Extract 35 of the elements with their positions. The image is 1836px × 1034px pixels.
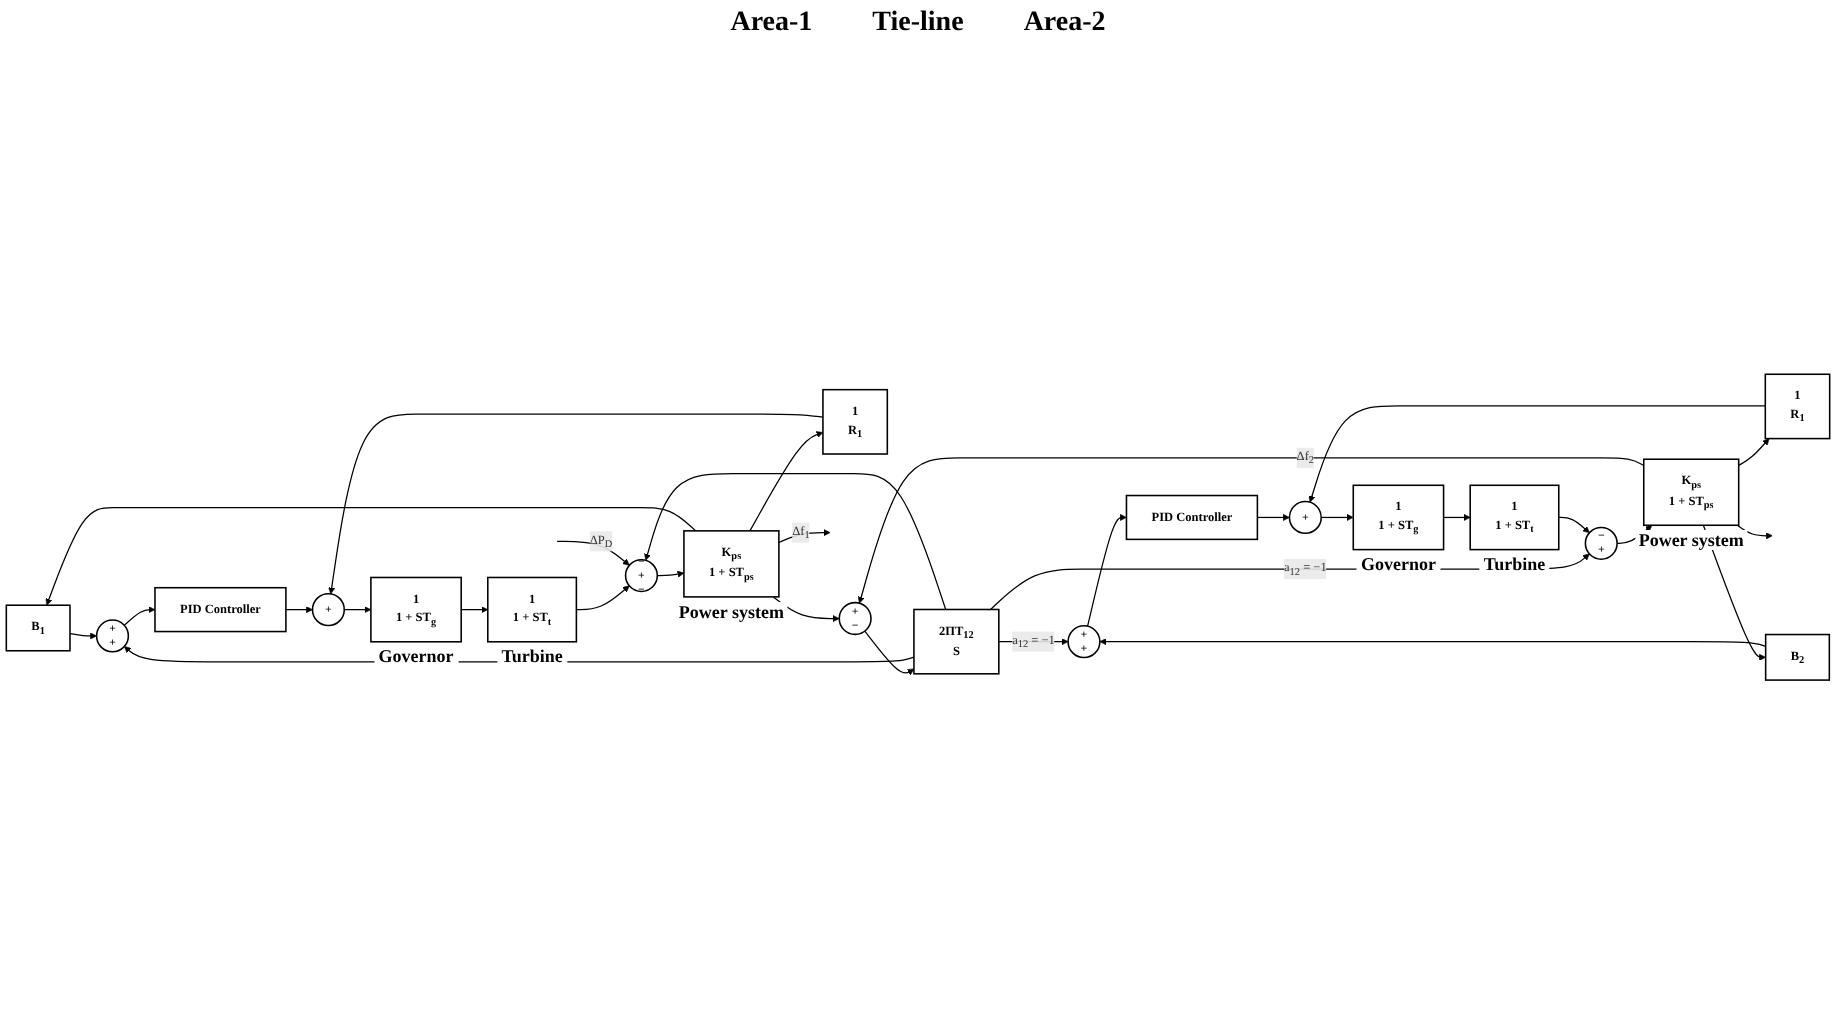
arrow [644,473,947,611]
arrow [864,631,915,677]
arrow [45,507,697,607]
arrow [460,607,489,614]
arrow [772,597,840,623]
arrow [1256,514,1290,522]
block-caption: Turbine [497,646,567,667]
block-caption: Turbine [1479,554,1550,575]
arrow [1308,405,1766,504]
block-caption: Power system [1634,530,1748,551]
arrow [328,414,824,596]
arrow [1087,514,1127,628]
arrow [1702,525,1766,662]
block-caption: Governor [1356,554,1440,575]
arrow [998,639,1069,646]
arrow [1320,514,1354,522]
arrow [1099,639,1767,648]
area-label: Area-1 [730,8,813,40]
arrow [1558,517,1590,534]
arrow [343,607,372,614]
arrow [656,571,685,579]
arrow [69,633,97,641]
arrow [1442,514,1471,522]
arrow [749,432,824,533]
area-label: Tie-line [872,8,964,40]
arrow [123,607,156,627]
arrow [575,586,630,612]
arrow [1736,525,1773,540]
arrow [285,607,313,614]
block-caption: Power system [674,601,788,622]
arrow [556,541,630,567]
arrow [1738,439,1770,467]
arrow [857,458,1645,605]
area-label: Area-2 [1023,8,1106,40]
block-caption: Governor [374,646,458,667]
